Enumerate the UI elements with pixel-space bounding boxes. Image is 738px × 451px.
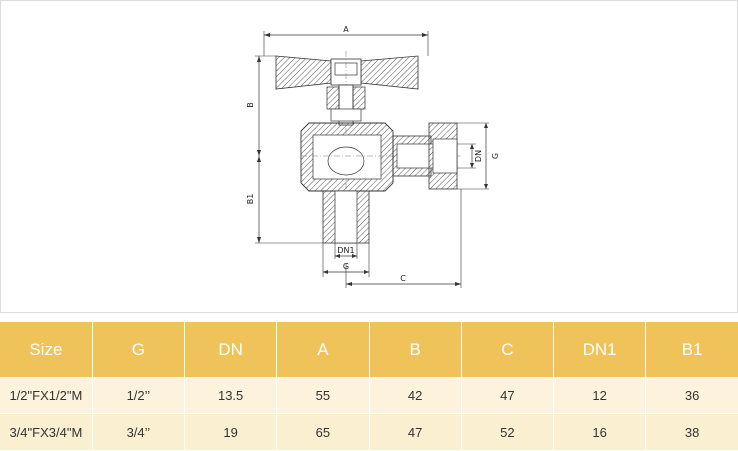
col-header-g: G bbox=[92, 322, 186, 377]
table-row: 3/4"FX3/4"M 3/4’’ 19 65 47 52 16 38 bbox=[0, 413, 738, 450]
cell-g: 3/4’’ bbox=[92, 413, 186, 450]
angle-valve-drawing: A B bbox=[246, 25, 500, 288]
cell-c: 52 bbox=[461, 413, 555, 450]
valve-handle bbox=[275, 51, 419, 191]
dim-label-b1: B1 bbox=[246, 194, 255, 205]
dimension-a: A bbox=[263, 25, 429, 56]
cell-dn1: 16 bbox=[553, 413, 647, 450]
col-header-dn: DN bbox=[184, 322, 278, 377]
valve-stem bbox=[326, 84, 366, 126]
side-outlet bbox=[392, 122, 489, 190]
dimension-b1: B1 bbox=[246, 156, 323, 244]
cell-b: 47 bbox=[369, 413, 462, 450]
cell-dn: 13.5 bbox=[184, 377, 278, 414]
col-header-b1: B1 bbox=[645, 322, 738, 377]
col-header-size: Size bbox=[0, 322, 93, 377]
col-header-a: A bbox=[276, 322, 370, 377]
dim-label-g-side: G bbox=[491, 153, 500, 159]
cell-a: 65 bbox=[276, 413, 370, 450]
cell-g: 1/2’’ bbox=[92, 377, 186, 414]
col-header-b: B bbox=[369, 322, 462, 377]
technical-drawing-panel: A B bbox=[0, 0, 738, 313]
cell-dn: 19 bbox=[184, 413, 278, 450]
cell-b1: 36 bbox=[645, 377, 738, 414]
spec-table: Size G DN A B C DN1 B1 1/2"FX1/2"M 1/2’’… bbox=[0, 322, 738, 450]
dimension-c: C bbox=[345, 189, 462, 288]
cell-dn1: 12 bbox=[553, 377, 647, 414]
cell-b1: 38 bbox=[645, 413, 738, 450]
dim-label-dn1: DN1 bbox=[337, 246, 354, 255]
spec-table-header: Size G DN A B C DN1 B1 bbox=[0, 322, 738, 377]
cell-c: 47 bbox=[461, 377, 555, 414]
cell-size: 1/2"FX1/2"M bbox=[0, 377, 93, 414]
col-header-dn1: DN1 bbox=[553, 322, 647, 377]
cell-a: 55 bbox=[276, 377, 370, 414]
table-row: 1/2"FX1/2"M 1/2’’ 13.5 55 42 47 12 36 bbox=[0, 377, 738, 414]
cell-b: 42 bbox=[369, 377, 462, 414]
dim-label-dn: DN bbox=[474, 150, 483, 162]
dim-label-b: B bbox=[246, 102, 255, 108]
col-header-c: C bbox=[461, 322, 555, 377]
dim-label-a: A bbox=[343, 25, 349, 34]
valve-body bbox=[300, 122, 461, 192]
cell-size: 3/4"FX3/4"M bbox=[0, 413, 93, 450]
dim-label-c: C bbox=[400, 274, 406, 283]
bottom-inlet bbox=[322, 190, 370, 277]
dimension-b: B bbox=[246, 55, 276, 156]
dimension-dn-g-side: DN G bbox=[470, 123, 500, 189]
